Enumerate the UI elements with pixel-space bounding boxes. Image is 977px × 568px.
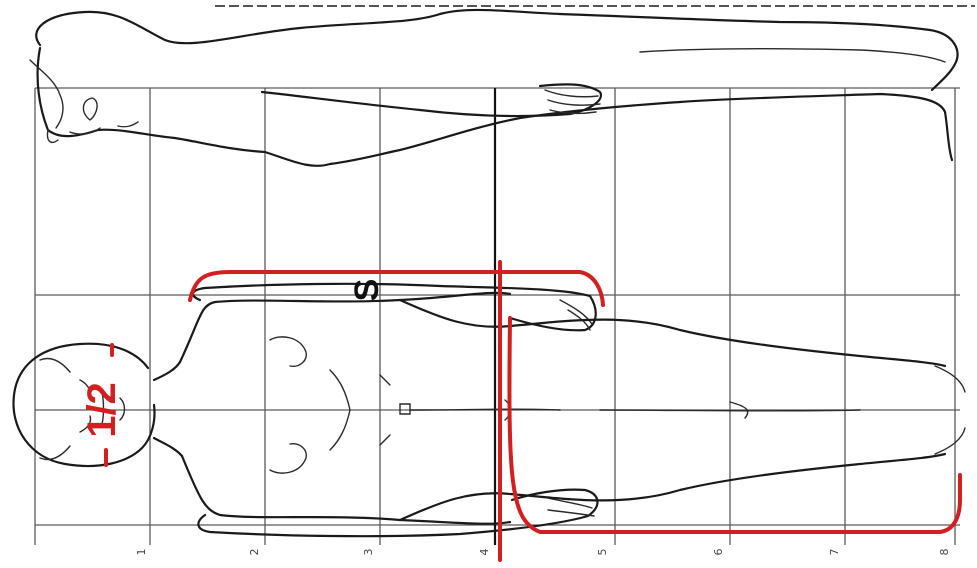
side-figure-leg-line — [640, 49, 945, 62]
grid-tick-label: 3 — [362, 549, 375, 556]
grid-tick-label: 8 — [938, 549, 951, 556]
grid-tick-label: 7 — [828, 549, 841, 556]
front-figure-hair — [40, 359, 70, 460]
grid-tick-label: 1 — [135, 549, 148, 556]
segment-mark-label: S — [348, 279, 386, 302]
front-figure-hips-lower — [400, 454, 945, 520]
front-figure-hand-upper — [560, 300, 592, 330]
grid-tick-label: 5 — [596, 549, 609, 556]
front-figure-chest-lower — [270, 444, 306, 473]
front-figure-chest-upper — [270, 337, 306, 366]
proportion-grid — [35, 88, 960, 545]
front-figure-hips-upper — [400, 300, 945, 366]
grid-tick-label: 4 — [478, 549, 491, 556]
grid-tick-label: 6 — [712, 549, 725, 556]
side-figure-ear — [83, 98, 97, 120]
grid-tick-labels: 1 2 3 4 5 6 7 8 — [135, 549, 951, 556]
front-figure-neck — [154, 362, 182, 456]
grid-tick-label: 2 — [248, 549, 261, 556]
front-figure-torso-upper — [180, 293, 510, 524]
front-figure-navel — [400, 404, 410, 414]
head-fraction-label: 1/2 — [80, 382, 124, 438]
side-figure-back-outline — [36, 10, 957, 90]
